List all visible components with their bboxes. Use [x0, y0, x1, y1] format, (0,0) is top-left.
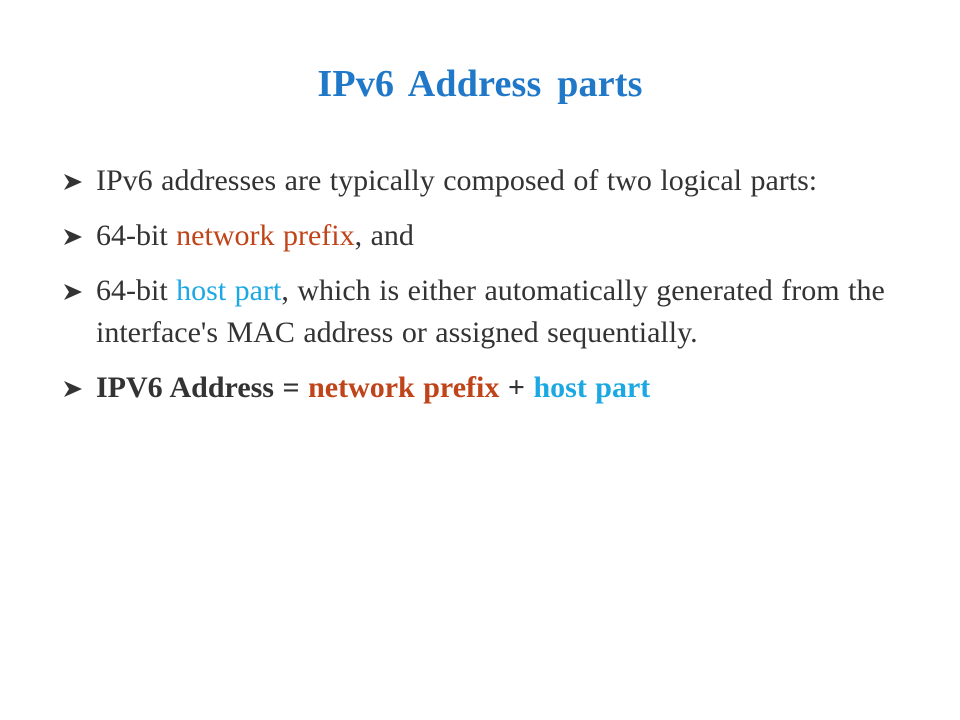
- arrowhead-bullet-icon: [60, 215, 86, 257]
- formula-host-part: host part: [533, 371, 651, 404]
- formula-network-prefix: network prefix: [308, 371, 500, 404]
- arrowhead-bullet-icon: [60, 160, 86, 202]
- bullet-text: IPv6 addresses are typically composed of…: [96, 164, 818, 197]
- formula-lhs: IPV6 Address =: [96, 371, 309, 404]
- formula-plus: +: [499, 371, 534, 404]
- host-part-highlight: host part: [176, 274, 282, 307]
- bullet-text-prefix: 64-bit: [96, 274, 177, 307]
- bullet-text-prefix: 64-bit: [96, 219, 177, 252]
- bullet-item-formula: IPV6 Address = network prefix + host par…: [60, 367, 920, 409]
- bullet-text-suffix: , and: [354, 219, 414, 252]
- arrowhead-bullet-icon: [60, 367, 86, 409]
- bullet-text-suffix: , which is either automatically generate…: [96, 274, 885, 349]
- slide-title: IPv6 Address parts: [317, 63, 643, 105]
- arrowhead-bullet-icon: [60, 270, 86, 312]
- bullet-list: IPv6 addresses are typically composed of…: [60, 160, 920, 422]
- bullet-item: 64-bit host part, which is either automa…: [60, 270, 920, 354]
- bullet-item: 64-bit network prefix, and: [60, 215, 920, 257]
- bullet-item: IPv6 addresses are typically composed of…: [60, 160, 920, 202]
- network-prefix-highlight: network prefix: [176, 219, 355, 252]
